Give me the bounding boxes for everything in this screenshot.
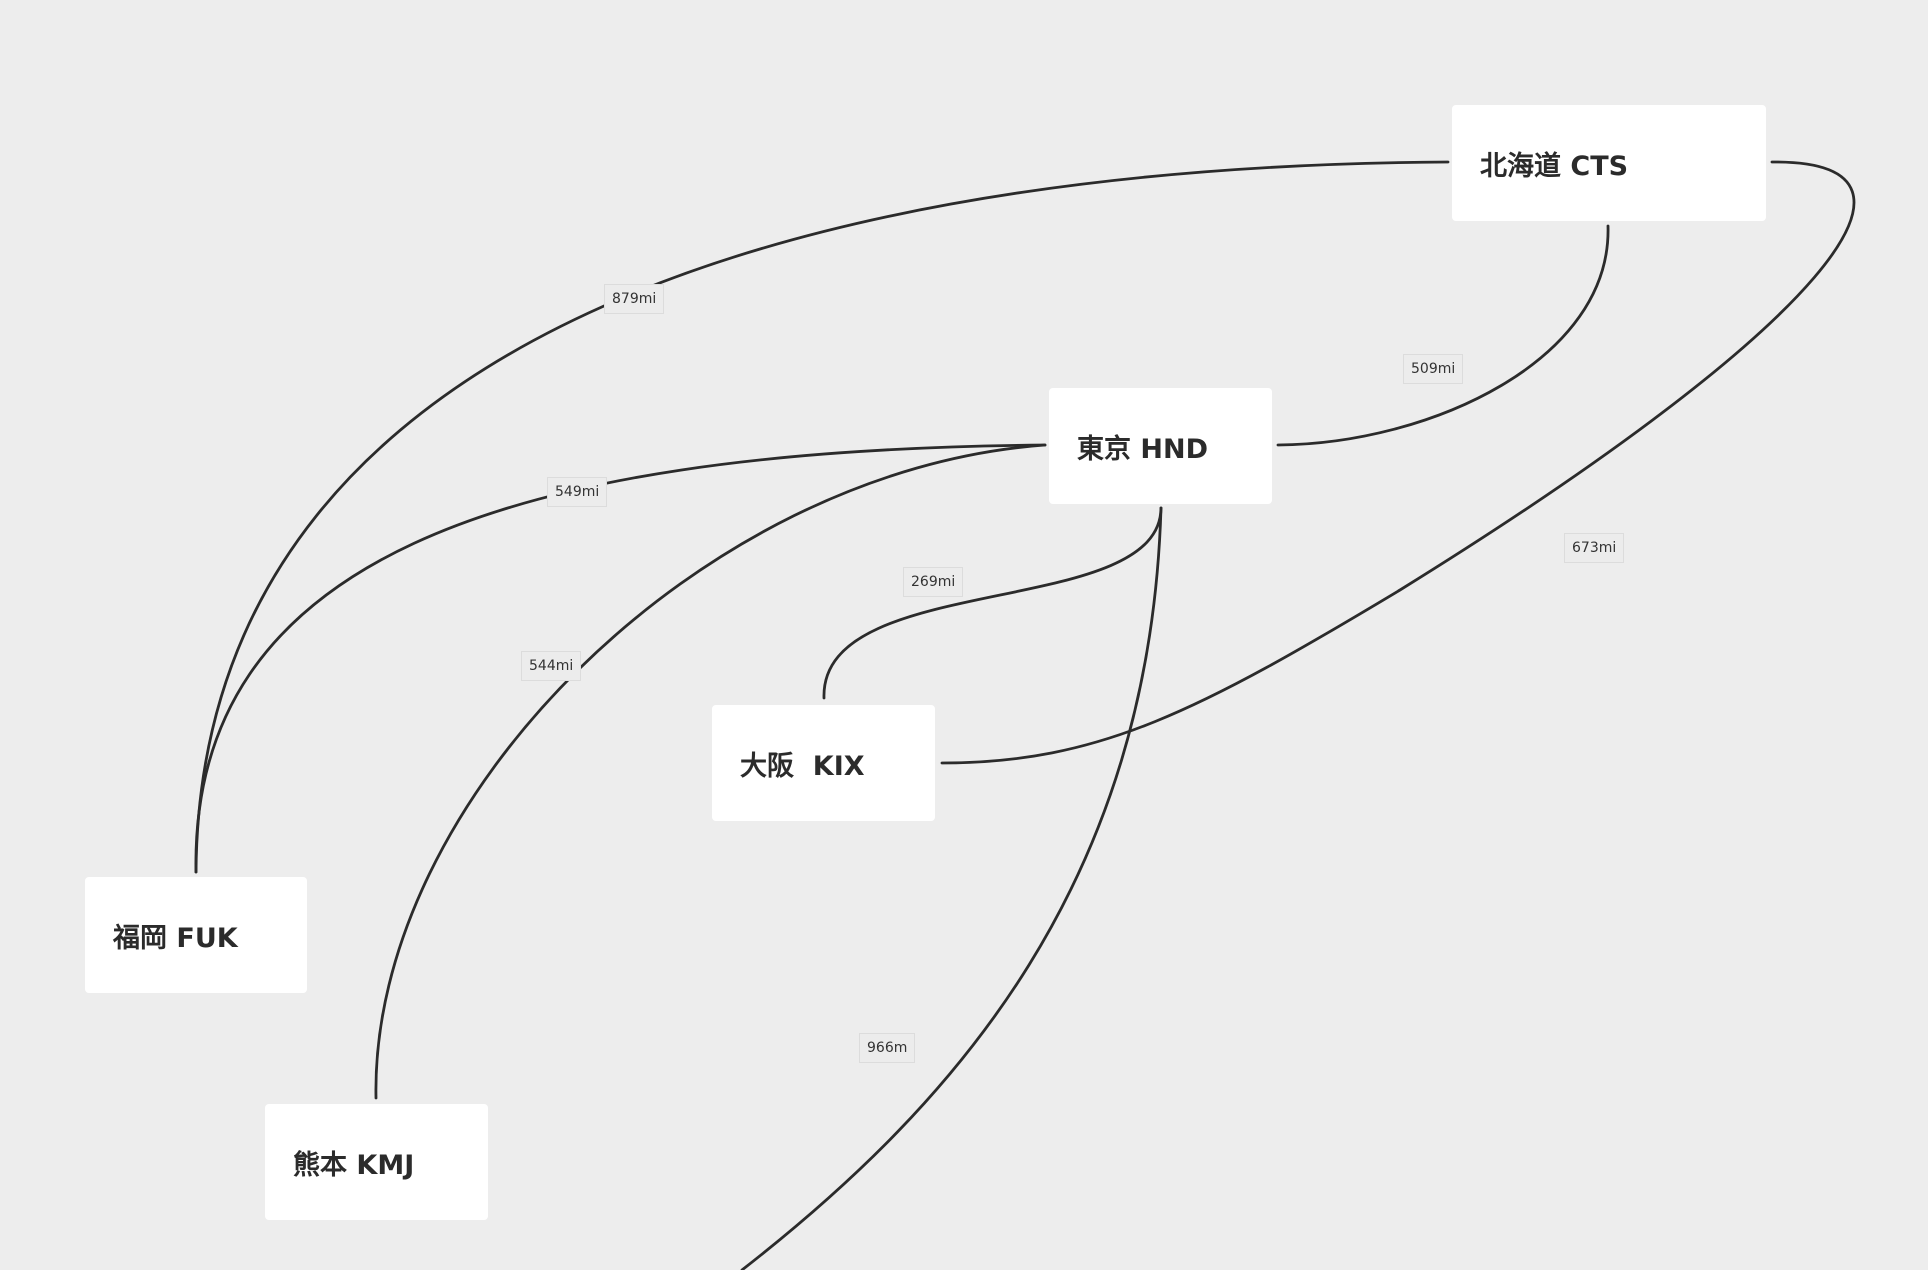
edge-label-cts-kix: 673mi bbox=[1564, 533, 1625, 563]
edge-hnd-kmj[interactable] bbox=[374, 443, 1047, 1100]
node-fuk[interactable]: 福岡 FUK bbox=[85, 877, 307, 993]
edge-label-cts-hnd: 509mi bbox=[1403, 354, 1464, 384]
edge-label-cts-fuk: 879mi bbox=[604, 284, 665, 314]
edge-hnd-fuk[interactable] bbox=[194, 443, 1047, 874]
node-kmj[interactable]: 熊本 KMJ bbox=[265, 1104, 488, 1220]
edge-label-hnd-offscreen: 966m bbox=[859, 1033, 916, 1063]
edge-label-hnd-kmj: 544mi bbox=[521, 651, 582, 681]
node-hnd[interactable]: 東京 HND bbox=[1049, 388, 1272, 504]
edge-cts-kix[interactable] bbox=[940, 160, 1856, 765]
edge-label-hnd-fuk: 549mi bbox=[547, 477, 608, 507]
edge-hnd-offscreen[interactable] bbox=[740, 506, 1163, 1270]
node-cts[interactable]: 北海道 CTS bbox=[1452, 105, 1766, 221]
edge-hnd-kix[interactable] bbox=[822, 506, 1163, 700]
node-kix[interactable]: 大阪 KIX bbox=[712, 705, 935, 821]
edge-label-hnd-kix: 269mi bbox=[903, 567, 964, 597]
edge-cts-hnd[interactable] bbox=[1276, 224, 1610, 447]
